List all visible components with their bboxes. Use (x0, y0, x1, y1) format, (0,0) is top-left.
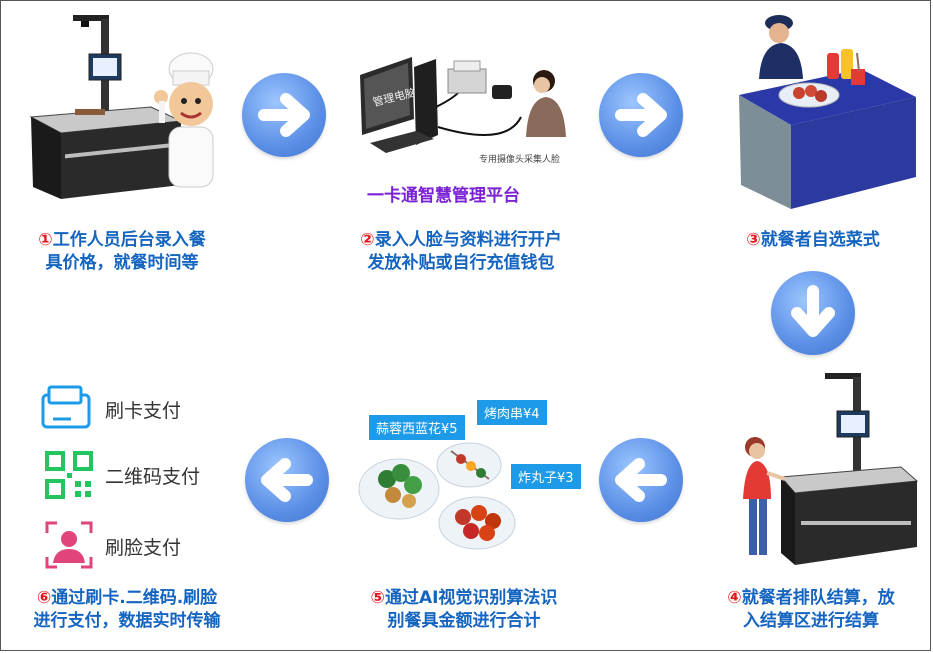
management-computer-illustration: 管理电脑 (360, 57, 566, 153)
card-pay-label: 刷卡支付 (105, 400, 182, 422)
step-6-number: ⑥ (36, 588, 52, 608)
platform-title: 一卡通智慧管理平台 (367, 186, 520, 206)
arrow-left-icon (245, 438, 329, 522)
step-6-caption: ⑥通过刷卡.二维码.刷脸 进行支付，数据实时传输 (33, 588, 221, 631)
arrow-right-icon (599, 73, 683, 157)
step-1-number: ① (38, 230, 53, 250)
step-4-caption: ④就餐者排队结算，放 入结算区进行结算 (727, 588, 895, 631)
face-pay-label: 刷脸支付 (105, 537, 182, 559)
camera-caption: 专用摄像头采集人脸 (479, 155, 561, 165)
face-pay-icon (45, 521, 93, 569)
arrow-down-icon (771, 271, 855, 355)
step-2-number: ② (360, 230, 375, 250)
checkout-queue-illustration (743, 373, 919, 565)
checkout-kiosk-with-chef-illustration (29, 15, 214, 199)
food-tag-skewer: 烤肉串¥4 (477, 400, 547, 425)
step-2-caption: ②录入人脸与资料进行开户 发放补贴或自行充值钱包 (360, 230, 562, 273)
step-5-number: ⑤ (370, 588, 385, 608)
step-5-caption: ⑤通过AI视觉识别算法识 别餐具金额进行合计 (370, 588, 558, 631)
card-swipe-icon (41, 385, 91, 429)
qr-pay-label: 二维码支付 (105, 466, 201, 488)
food-tag-meatball: 炸丸子¥3 (511, 464, 581, 489)
step-1-caption: ①工作人员后台录入餐 具价格，就餐时间等 (38, 230, 206, 273)
arrow-left-icon (599, 438, 683, 522)
food-tag-broccoli: 蒜蓉西蓝花¥5 (369, 415, 465, 440)
self-serve-counter-illustration (739, 15, 916, 209)
recognized-dishes-illustration (358, 442, 516, 550)
step-3-number: ③ (746, 230, 761, 250)
step-4-number: ④ (727, 588, 742, 608)
step-3-caption: ③就餐者自选菜式 (746, 230, 880, 250)
arrow-right-icon (242, 73, 326, 157)
qr-code-icon (45, 451, 93, 499)
